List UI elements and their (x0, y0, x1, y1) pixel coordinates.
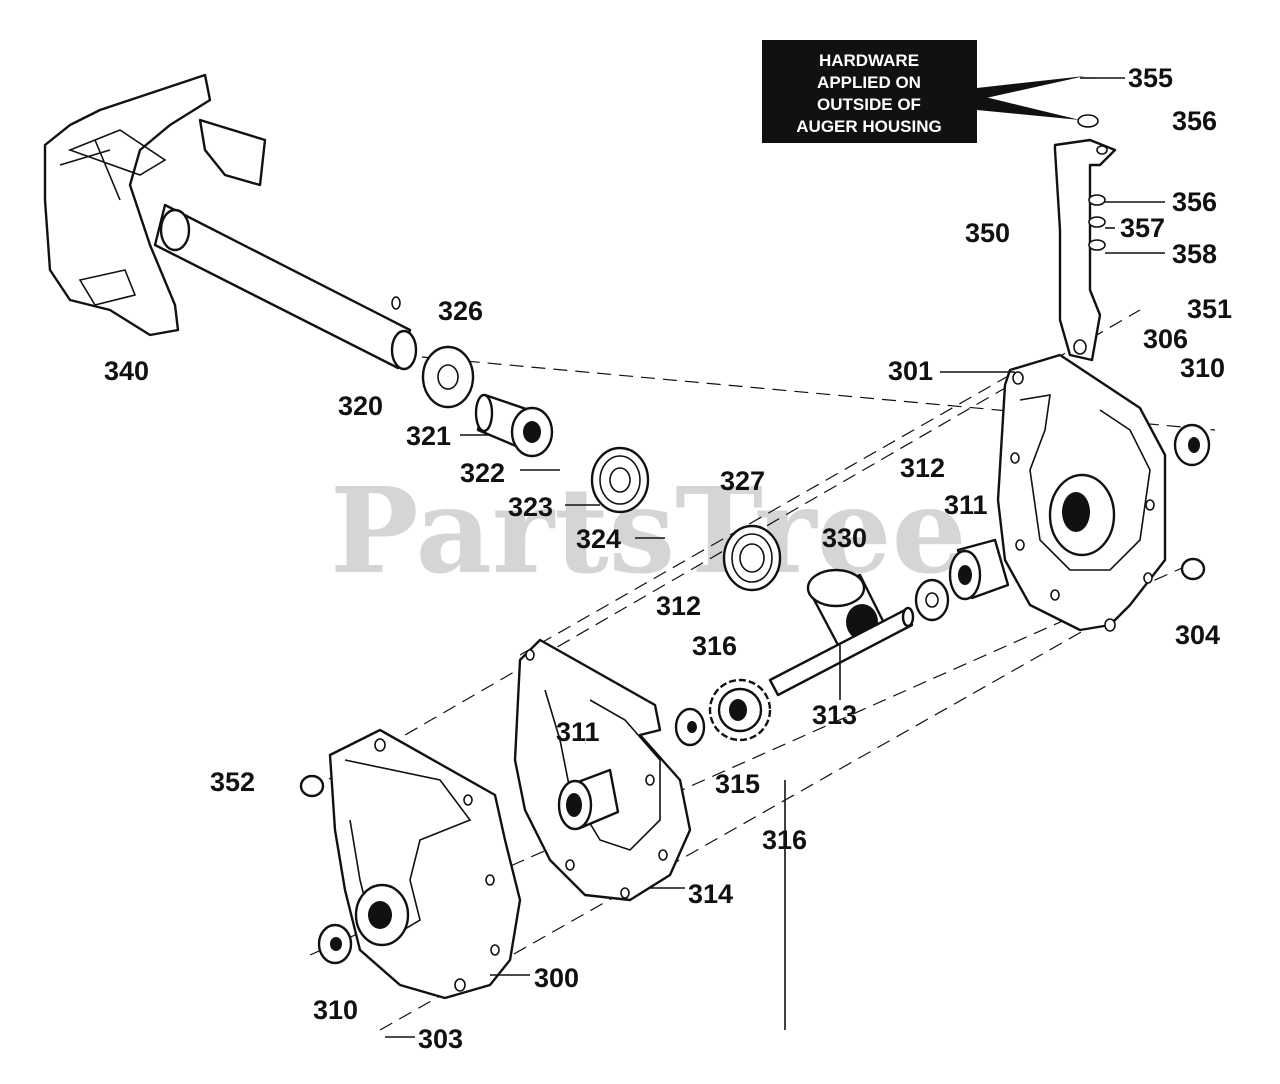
hardware-note: HARDWARE APPLIED ON OUTSIDE OF AUGER HOU… (762, 40, 1085, 143)
worm-gear-327-part (722, 524, 782, 592)
label-311-bottom: 311 (556, 717, 600, 747)
label-310-bottom: 310 (313, 995, 358, 1025)
label-324: 324 (576, 524, 621, 554)
label-304: 304 (1175, 620, 1220, 650)
bushing-311-upper-part (948, 538, 1010, 601)
bushing-310-right-part (1173, 423, 1211, 467)
label-350: 350 (965, 218, 1010, 248)
nut-304-part (1180, 557, 1206, 581)
bushing-311-lower-part (557, 768, 620, 831)
label-313: 313 (812, 700, 857, 730)
label-352: 352 (210, 767, 255, 797)
label-340: 340 (104, 356, 149, 386)
nut-352-part (299, 774, 325, 798)
label-300: 300 (534, 963, 579, 993)
label-303: 303 (418, 1024, 463, 1054)
note-line-4: AUGER HOUSING (796, 117, 941, 136)
gasket-314-part (513, 638, 692, 902)
washer-312-lower-part (674, 707, 706, 747)
label-358: 358 (1172, 239, 1217, 269)
label-330: 330 (822, 523, 867, 553)
label-312-top: 312 (900, 453, 945, 483)
leader-lines (385, 77, 1165, 1038)
label-322: 322 (460, 458, 505, 488)
label-356-top: 356 (1172, 106, 1217, 136)
bearing-321-part (474, 393, 554, 458)
washer-312-upper-part (914, 578, 950, 622)
note-line-3: OUTSIDE OF (817, 95, 921, 114)
label-326: 326 (438, 296, 483, 326)
label-311-top: 311 (944, 490, 988, 520)
label-321: 321 (406, 421, 451, 451)
label-306: 306 (1143, 324, 1188, 354)
label-351: 351 (1187, 294, 1232, 324)
left-gearbox-housing-part (328, 728, 522, 1000)
note-line-1: HARDWARE (819, 51, 919, 70)
label-301: 301 (888, 356, 933, 386)
worm-gear-disc-part (590, 446, 650, 514)
right-gearbox-housing-part (996, 353, 1167, 632)
label-314: 314 (688, 879, 733, 909)
label-312-bottom: 312 (656, 591, 701, 621)
label-356: 356 (1172, 187, 1217, 217)
shaft-313-part (768, 606, 915, 697)
label-320: 320 (338, 391, 383, 421)
label-357: 357 (1120, 213, 1165, 243)
label-323: 323 (508, 492, 553, 522)
label-315: 315 (715, 769, 760, 799)
label-310-right: 310 (1180, 353, 1225, 383)
label-316-top: 316 (692, 631, 737, 661)
note-line-2: APPLIED ON (817, 73, 921, 92)
washer-320-part (421, 345, 475, 409)
label-327: 327 (720, 466, 765, 496)
gear-316-part (708, 678, 772, 742)
bushing-310-lower-part (317, 923, 353, 965)
label-355: 355 (1128, 63, 1173, 93)
part-labels: 355 356 356 357 358 350 351 306 301 310 … (104, 63, 1232, 1054)
label-316-bottom: 316 (762, 825, 807, 855)
bracket-350-part (1053, 138, 1117, 362)
auger-impeller-part (43, 73, 418, 371)
small-washers-stack (1077, 77, 1106, 251)
